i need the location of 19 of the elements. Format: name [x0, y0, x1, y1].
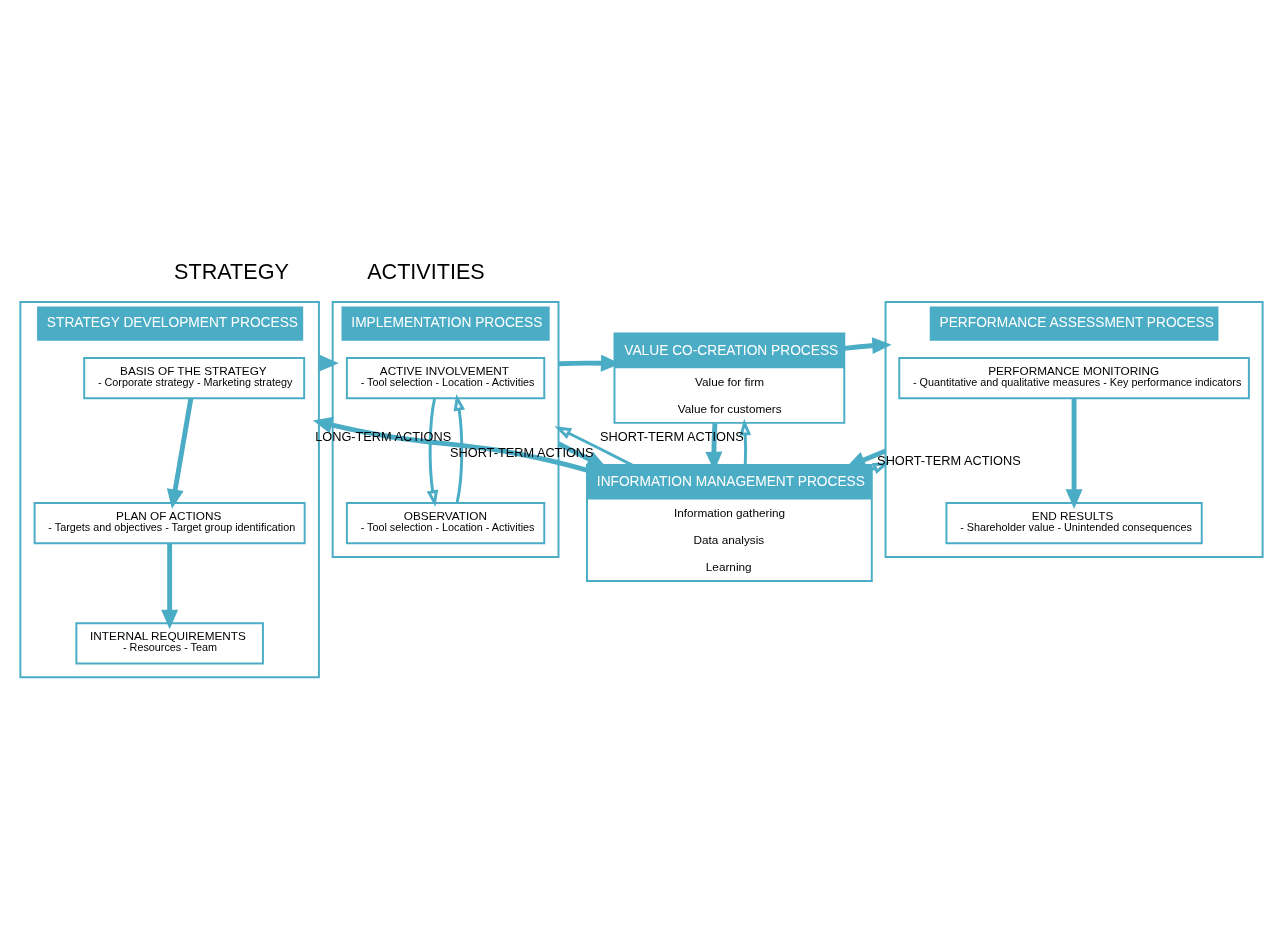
label: ACTIVITIES [367, 258, 485, 284]
arrow [312, 416, 588, 472]
node-box: OBSERVATION - Tool selection - Location - Activities [345, 501, 546, 544]
node-box: BASIS OF THE STRATEGY - Corporate strategy - Marketing strategy [83, 356, 306, 399]
arrow [557, 441, 607, 468]
arrow [426, 397, 439, 507]
node-box: END RESULTS - Shareholder value - Unintended consequences [945, 501, 1203, 544]
arrow [739, 418, 752, 465]
label: STRATEGY [174, 258, 289, 284]
node-box: PERFORMANCE MONITORING - Quantitative and qualitative measures - Key performance indicators [898, 356, 1250, 399]
arrow [554, 425, 633, 466]
arrow [161, 542, 179, 629]
arrow [1065, 397, 1083, 509]
node-box: ACTIVE INVOLVEMENT - Tool selection - Location - Activities [345, 356, 546, 399]
arrow [166, 397, 194, 509]
arrow [453, 393, 466, 503]
node-box: PLAN OF ACTIONS - Targets and objectives - Target group identification [33, 501, 306, 544]
node-box: INTERNAL REQUIREMENTS - Resources - Team [75, 621, 264, 664]
arrow [844, 336, 892, 354]
